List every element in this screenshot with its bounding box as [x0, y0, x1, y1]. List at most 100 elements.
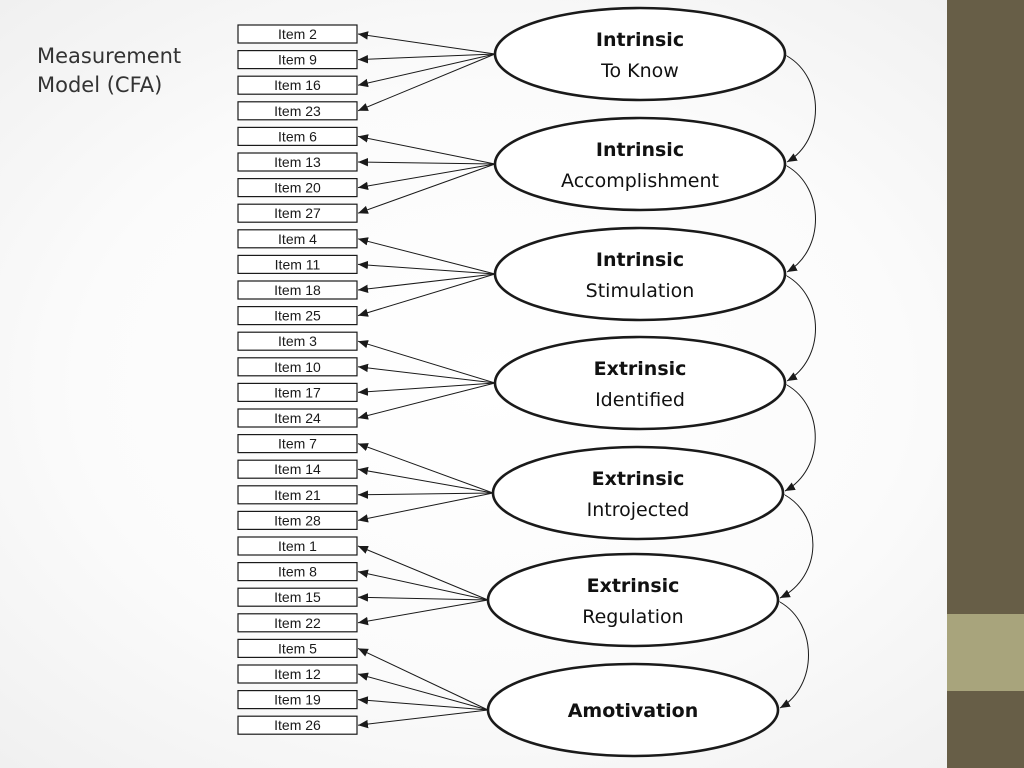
indicator-label: Item 27: [274, 205, 321, 221]
indicator-label: Item 13: [274, 154, 321, 170]
factor-subname: Introjected: [587, 499, 690, 521]
correlation-curve: [776, 267, 816, 382]
loading-arrow: [357, 31, 496, 55]
indicator-label: Item 24: [274, 410, 321, 426]
indicator-label: Item 18: [274, 282, 321, 298]
loading-arrow: [357, 53, 496, 112]
indicator-label: Item 7: [278, 436, 317, 452]
loading-arrow: [357, 382, 496, 420]
loading-arrow: [357, 466, 494, 494]
indicator-label: Item 19: [274, 692, 321, 708]
indicator-box: Item 10: [237, 357, 358, 377]
sidebar-accent-square: [947, 614, 1024, 691]
indicator-label: Item 3: [278, 333, 317, 349]
indicator-label: Item 21: [274, 487, 321, 503]
correlation-curve: [776, 47, 816, 163]
factor-name: Intrinsic: [596, 249, 684, 271]
loading-arrow: [357, 599, 489, 626]
correlation-curve: [776, 376, 816, 492]
slide-title-line-1: Measurement: [37, 44, 182, 68]
indicator-box: Item 25: [237, 306, 358, 326]
loading-arrow: [357, 340, 496, 384]
indicator-label: Item 1: [278, 538, 317, 554]
loading-arrow: [357, 260, 496, 275]
indicator-label: Item 4: [278, 231, 317, 247]
indicator-box: Item 21: [237, 485, 358, 505]
correlation-curve: [769, 593, 809, 709]
indicator-label: Item 20: [274, 180, 321, 196]
factor-subname: Accomplishment: [561, 170, 719, 192]
loading-arrow: [357, 443, 494, 494]
loading-arrow: [357, 672, 489, 711]
indicator-label: Item 6: [278, 128, 317, 144]
loading-arrow: [357, 273, 496, 294]
indicator-label: Item 17: [274, 384, 321, 400]
indicator-box: Item 16: [237, 75, 358, 95]
indicator-box: Item 1: [237, 536, 358, 556]
indicator-label: Item 8: [278, 564, 317, 580]
indicator-box: Item 23: [237, 101, 358, 121]
loading-arrow: [357, 53, 496, 64]
indicator-label: Item 23: [274, 103, 321, 119]
indicator-box: Item 22: [237, 613, 358, 633]
indicator-box: Item 4: [237, 229, 358, 249]
indicator-box: Item 28: [237, 510, 358, 530]
factor-name: Extrinsic: [592, 468, 685, 490]
loading-arrow: [357, 53, 496, 88]
indicator-box: Item 8: [237, 561, 358, 582]
loading-arrow: [357, 709, 489, 729]
loading-arrow: [357, 157, 496, 167]
indicator-label: Item 11: [275, 256, 321, 272]
factor-subname: Stimulation: [586, 280, 695, 302]
loading-arrow: [357, 492, 494, 523]
indicator-box: Item 26: [237, 715, 358, 735]
loading-arrow: [357, 569, 489, 601]
loading-arrow: [357, 163, 496, 191]
indicator-label: Item 25: [274, 308, 321, 324]
loading-arrow: [357, 363, 496, 384]
indicator-label: Item 14: [274, 461, 321, 477]
factor-subname: Regulation: [582, 606, 683, 628]
correlation-curve: [776, 157, 816, 273]
indicator-label: Item 26: [274, 717, 321, 733]
indicator-box: Item 17: [237, 382, 358, 402]
indicator-box: Item 5: [237, 638, 358, 659]
slide-title: Measurement Model (CFA): [37, 42, 181, 100]
factor-name: Intrinsic: [596, 139, 684, 161]
indicator-label: Item 10: [274, 359, 321, 375]
indicator-label: Item 2: [278, 26, 317, 42]
indicator-box: Item 18: [237, 280, 358, 300]
indicator-box: Item 14: [237, 459, 358, 479]
slide-title-line-2: Model (CFA): [37, 73, 163, 97]
factor-name: Extrinsic: [594, 358, 687, 380]
indicator-label: Item 22: [274, 615, 321, 631]
indicator-label: Item 12: [274, 666, 321, 682]
loading-arrow: [357, 163, 496, 214]
indicator-box: Item 6: [237, 126, 358, 147]
latent-factor: Amotivation: [486, 662, 780, 758]
indicator-box: Item 3: [237, 331, 358, 351]
loading-arrow: [357, 593, 489, 602]
indicator-box: Item 27: [237, 203, 358, 223]
loading-arrow: [357, 545, 489, 601]
factor-name: Extrinsic: [587, 575, 680, 597]
loading-arrow: [357, 382, 496, 396]
indicator-box: Item 11: [237, 254, 358, 274]
indicator-label: Item 28: [274, 512, 321, 528]
factor-subname: To Know: [600, 60, 679, 82]
loading-arrow: [357, 273, 496, 317]
loading-arrow: [357, 490, 494, 499]
factor-subname: Identified: [595, 389, 685, 411]
indicator-box: Item 20: [237, 178, 358, 198]
indicator-box: Item 24: [237, 408, 358, 428]
indicator-label: Item 5: [278, 640, 317, 656]
indicator-box: Item 12: [237, 664, 358, 684]
indicator-box: Item 9: [237, 49, 358, 70]
indicator-label: Item 9: [278, 52, 317, 68]
indicator-label: Item 16: [274, 77, 321, 93]
